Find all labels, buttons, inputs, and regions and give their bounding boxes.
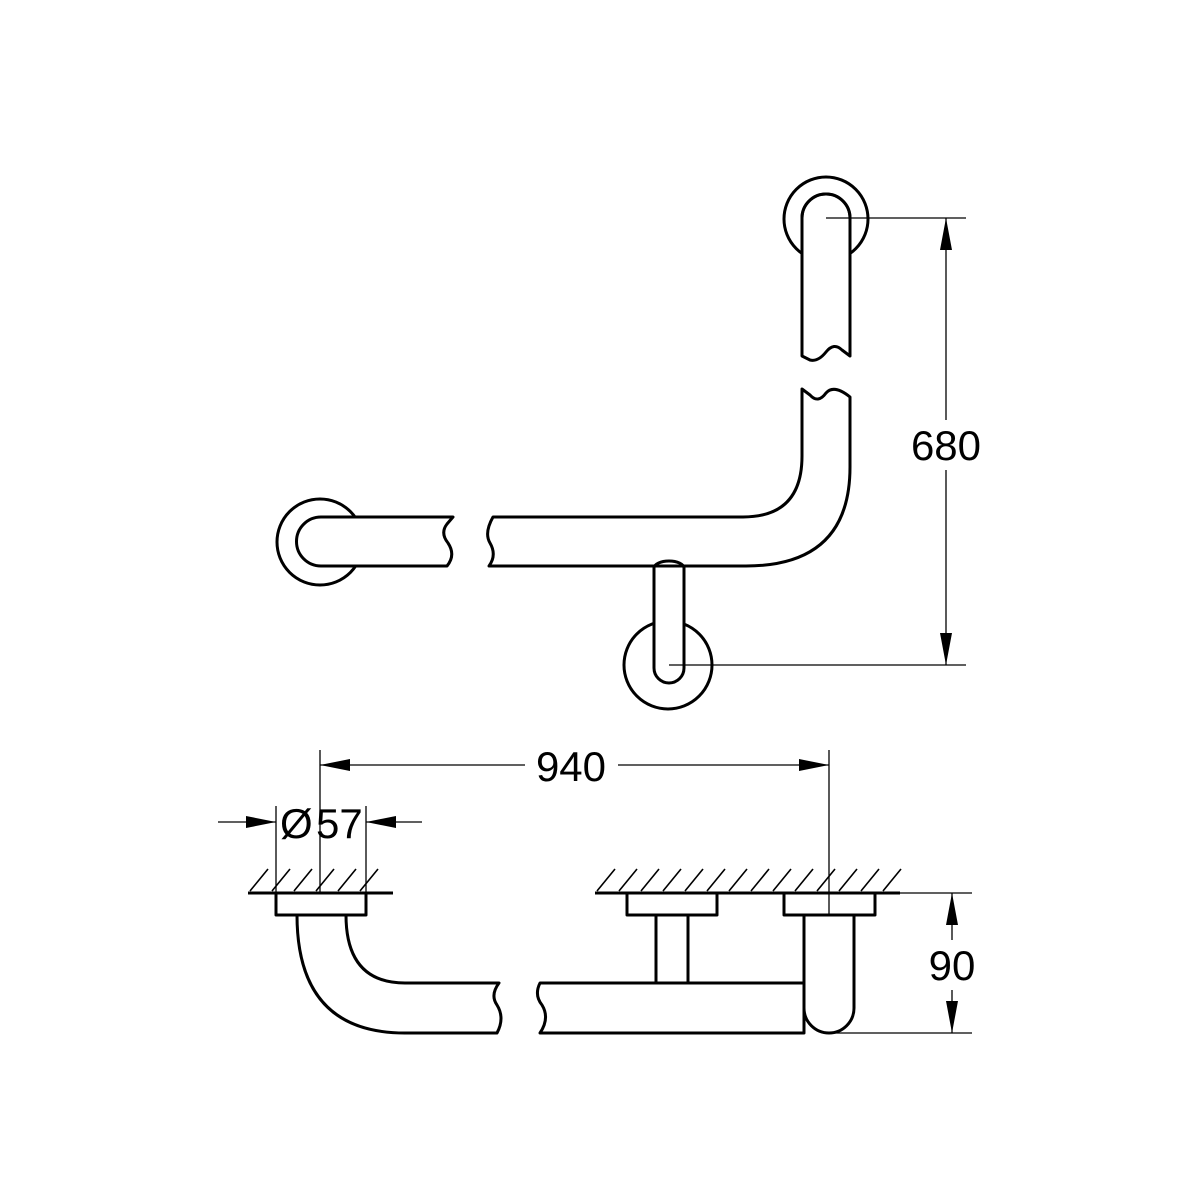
- hatch-line: [271, 868, 291, 892]
- arrow-down-icon: [940, 633, 952, 665]
- arrow-up-icon: [940, 218, 952, 250]
- front-view: 940 Ø 57 90: [218, 743, 982, 1035]
- support-post-side: [654, 913, 690, 985]
- wall-hatch-right: [596, 868, 902, 892]
- hatch-line: [882, 868, 902, 892]
- support-post: [652, 556, 686, 685]
- hatch-line: [359, 868, 379, 892]
- hatch-line: [596, 868, 616, 892]
- tube-cap-top: [800, 192, 852, 240]
- hatch-line: [337, 868, 357, 892]
- hatch-line: [315, 868, 335, 892]
- dimension-label-57: 57: [316, 800, 363, 847]
- dimension-label-680: 680: [911, 422, 981, 469]
- hatch-line: [728, 868, 748, 892]
- arrow-left-icon: [366, 816, 396, 828]
- rosette-left-side: [274, 891, 368, 917]
- bent-tube-left: [295, 913, 503, 1035]
- top-view: 680: [275, 175, 987, 711]
- arrow-down-icon: [946, 1001, 958, 1033]
- hatch-line: [684, 868, 704, 892]
- hatch-line: [750, 868, 770, 892]
- hatch-line: [816, 868, 836, 892]
- hatch-line: [838, 868, 858, 892]
- diameter-symbol: Ø: [280, 800, 313, 847]
- l-tube-main: [486, 387, 852, 568]
- horizontal-tube-left: [295, 515, 455, 568]
- arrow-right-icon: [799, 759, 829, 771]
- dimension-label-90: 90: [929, 942, 976, 989]
- hatch-line: [293, 868, 313, 892]
- hatch-line: [794, 868, 814, 892]
- hatch-line: [772, 868, 792, 892]
- arrow-left-icon: [320, 759, 350, 771]
- vertical-tube-side: [802, 913, 856, 1035]
- hatch-line: [618, 868, 638, 892]
- straight-tube-right: [535, 981, 806, 1035]
- rosette-middle-side: [625, 891, 719, 917]
- arrow-right-icon: [246, 816, 276, 828]
- dimension-label-940: 940: [536, 743, 606, 790]
- arrow-up-icon: [946, 893, 958, 925]
- post-top-cap: [652, 559, 686, 569]
- vertical-tube-upper: [800, 192, 852, 362]
- hatch-line: [249, 868, 269, 892]
- hatch-line: [662, 868, 682, 892]
- hatch-line: [640, 868, 660, 892]
- hatch-line: [706, 868, 726, 892]
- wall-hatch-left: [249, 868, 379, 892]
- hatch-line: [860, 868, 880, 892]
